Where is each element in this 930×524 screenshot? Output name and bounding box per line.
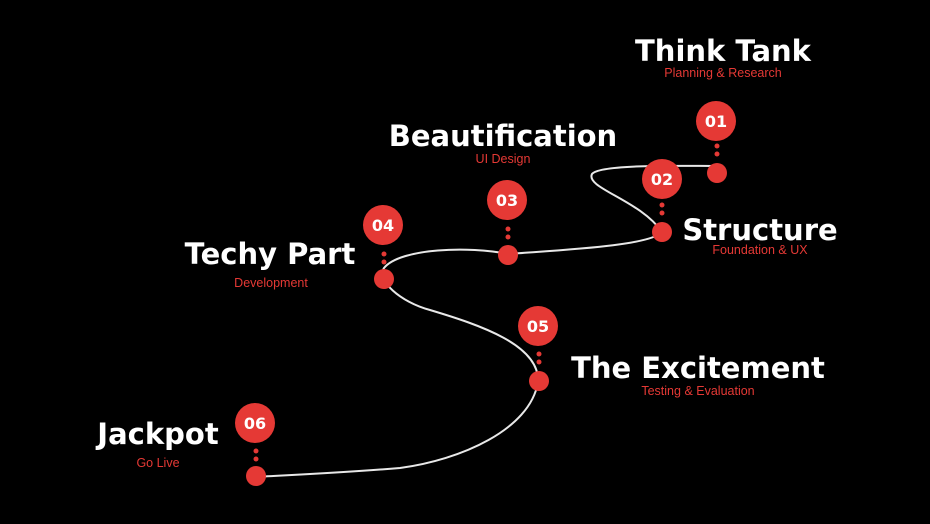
step-subtitle: Testing & Evaluation	[641, 384, 754, 398]
step-02: Structure Foundation & UX 02	[642, 159, 838, 257]
step-06: Jackpot Go Live 06	[95, 403, 275, 486]
step-number-badge	[487, 180, 527, 220]
milestone-dot	[498, 245, 518, 265]
connector-dot	[381, 259, 387, 265]
step-number: 03	[496, 191, 518, 210]
connector-dot	[536, 351, 542, 357]
connector-dot	[536, 359, 542, 365]
step-01: Think Tank Planning & Research 01	[635, 34, 812, 183]
connector-dot	[505, 234, 511, 240]
step-number-badge	[363, 205, 403, 245]
connector-dot	[714, 143, 720, 149]
step-number-badge	[235, 403, 275, 443]
step-number-badge	[518, 306, 558, 346]
milestone-dot	[374, 269, 394, 289]
step-number: 02	[651, 170, 673, 189]
step-subtitle: Go Live	[136, 456, 179, 470]
connector-dot	[505, 226, 511, 232]
connector-dot	[659, 210, 665, 216]
step-number: 06	[244, 414, 266, 433]
step-subtitle: Development	[234, 276, 308, 290]
step-title: Structure	[682, 213, 837, 247]
step-title: The Excitement	[571, 351, 825, 385]
connector-dot	[381, 251, 387, 257]
connector-dot	[714, 151, 720, 157]
step-title: Think Tank	[635, 34, 812, 68]
milestone-dot	[652, 222, 672, 242]
step-title: Jackpot	[95, 417, 219, 451]
step-number: 04	[372, 216, 394, 235]
step-number: 05	[527, 317, 549, 336]
step-title: Techy Part	[185, 237, 356, 271]
step-05: The Excitement Testing & Evaluation 05	[518, 306, 825, 398]
step-number-badge	[696, 101, 736, 141]
milestone-dot	[707, 163, 727, 183]
step-number-badge	[642, 159, 682, 199]
connector-dot	[253, 456, 259, 462]
connector-dot	[659, 202, 665, 208]
step-subtitle: Foundation & UX	[712, 243, 808, 257]
step-title: Beautification	[389, 119, 617, 153]
milestone-dot	[246, 466, 266, 486]
step-04: Techy Part Development 04	[185, 205, 403, 290]
step-03: Beautification UI Design 03	[389, 119, 617, 265]
connector-dot	[253, 448, 259, 454]
step-number: 01	[705, 112, 727, 131]
roadmap-path	[255, 164, 718, 478]
step-subtitle: UI Design	[476, 152, 531, 166]
step-subtitle: Planning & Research	[664, 66, 781, 80]
milestone-dot	[529, 371, 549, 391]
